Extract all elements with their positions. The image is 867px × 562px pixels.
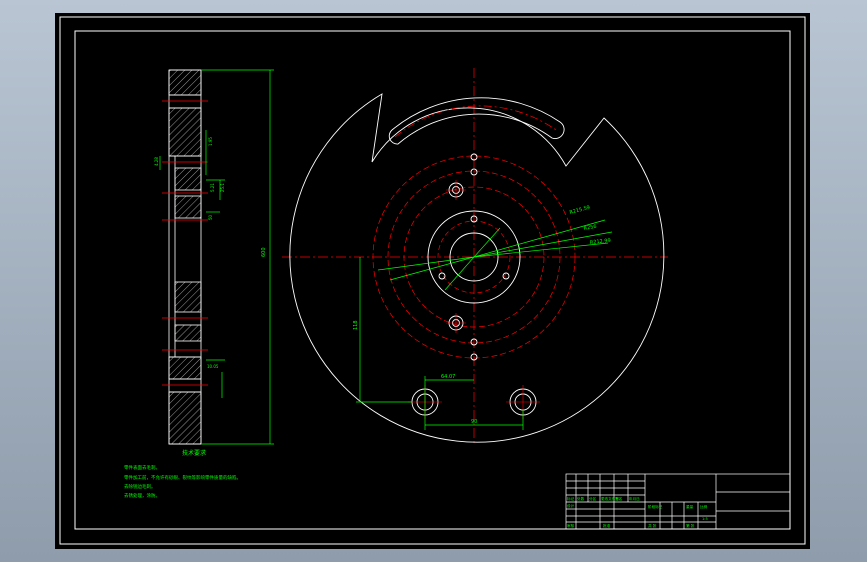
dim-section-4: 50 [208,214,213,220]
hole-top [470,153,478,161]
note-1: 零件表面去毛刺。 [124,464,160,471]
radius-label-1: R215.59 [569,205,591,216]
hole-hub-right [502,272,510,280]
hole-bottom-2 [470,353,478,361]
arc-slot [388,97,565,145]
pitch-circle-2 [387,170,561,344]
radius-leader-7 [473,227,501,258]
plan-dimensions [356,219,613,430]
tb-label-date: 年月日 [629,496,640,501]
tb-label-design: 设计 [567,503,575,508]
outer-border [59,16,806,545]
dim-vertical-overall: 600 [261,247,267,257]
section-dimensions [159,69,274,445]
dim-hole-spacing: 64.07 [441,374,455,380]
pitch-circle-3 [403,186,545,328]
hole-bottom [470,338,478,346]
arc-slot-centerline [394,105,557,138]
drawing-sheet [55,13,810,549]
inner-frame [74,30,791,530]
radius-label-3: R212.99 [590,238,611,246]
section-hatch-5 [174,281,202,313]
hub-bore-circle [449,232,499,282]
section-hatch-2 [168,107,202,157]
tb-label-review: 审核 [567,523,575,528]
dim-horizontal-bottom: 90 [471,419,477,425]
technical-notes: 技术要求 零件表面去毛刺。 零件加工前，不允许有砂眼、裂纹等影响零件质量的缺陷。… [124,449,241,499]
tb-label-sign: 签名 [615,496,623,501]
tb-label-stage: 阶段标记 [648,504,663,509]
pitch-circle-1 [372,155,576,359]
title-block [565,473,791,530]
radius-leader-5 [389,256,475,281]
outer-disc-outline [289,93,665,443]
section-hatch-7 [168,356,202,380]
section-hatch-6 [174,324,202,342]
tb-label-weight: 重量 [686,504,694,509]
note-3: 去除锐边毛刺。 [124,483,156,490]
dim-section-6: 4.28 [154,157,159,166]
section-hatch-1 [168,69,202,96]
tb-label-sheet: 共 张 [648,523,657,528]
dim-vertical-left: 118 [353,320,359,330]
radius-leader-3 [473,242,609,258]
hub-outer-circle [427,210,521,304]
tb-label-count: 处数 [577,496,585,501]
dim-section-3: 25.1 [220,183,225,192]
tb-label-sheet-of: 第 张 [686,523,695,528]
section-hatch-4 [174,195,202,219]
dim-section-5: 10.05 [207,364,219,369]
title-block-text: 标记 处数 分区 更改文件号 签名 年月日 设计 阶段标记 重量 比例 1:5 … [567,496,708,528]
dim-section-1: 1:95 [208,137,213,146]
bolt-circle [437,220,511,294]
tb-label-scale: 比例 [700,504,708,509]
tb-label-zone: 分区 [589,496,597,501]
tb-scale-value: 1:5 [702,517,708,521]
hole-hub-left [438,272,446,280]
radius-leader-2 [473,231,613,258]
notes-heading: 技术要求 [182,449,206,457]
tb-label-approve: 批准 [603,523,611,528]
note-4: 去锈处理，涂防。 [124,492,160,499]
radius-leader-1 [473,219,606,258]
tb-label-mark: 标记 [567,496,575,501]
section-view [162,69,208,445]
hole-top-2 [470,168,478,176]
radius-leader-6 [444,256,475,291]
tb-label-file: 更改文件号 [601,496,619,501]
hole-hub-top [470,215,478,223]
section-hatch-3 [174,167,202,191]
radius-leader-4 [377,256,475,271]
note-2: 零件加工前，不允许有砂眼、裂纹等影响零件质量的缺陷。 [124,474,241,481]
dim-section-2: 5.21 [210,183,215,192]
radius-label-2: R256 [583,224,597,232]
section-hatch-8 [168,391,202,445]
